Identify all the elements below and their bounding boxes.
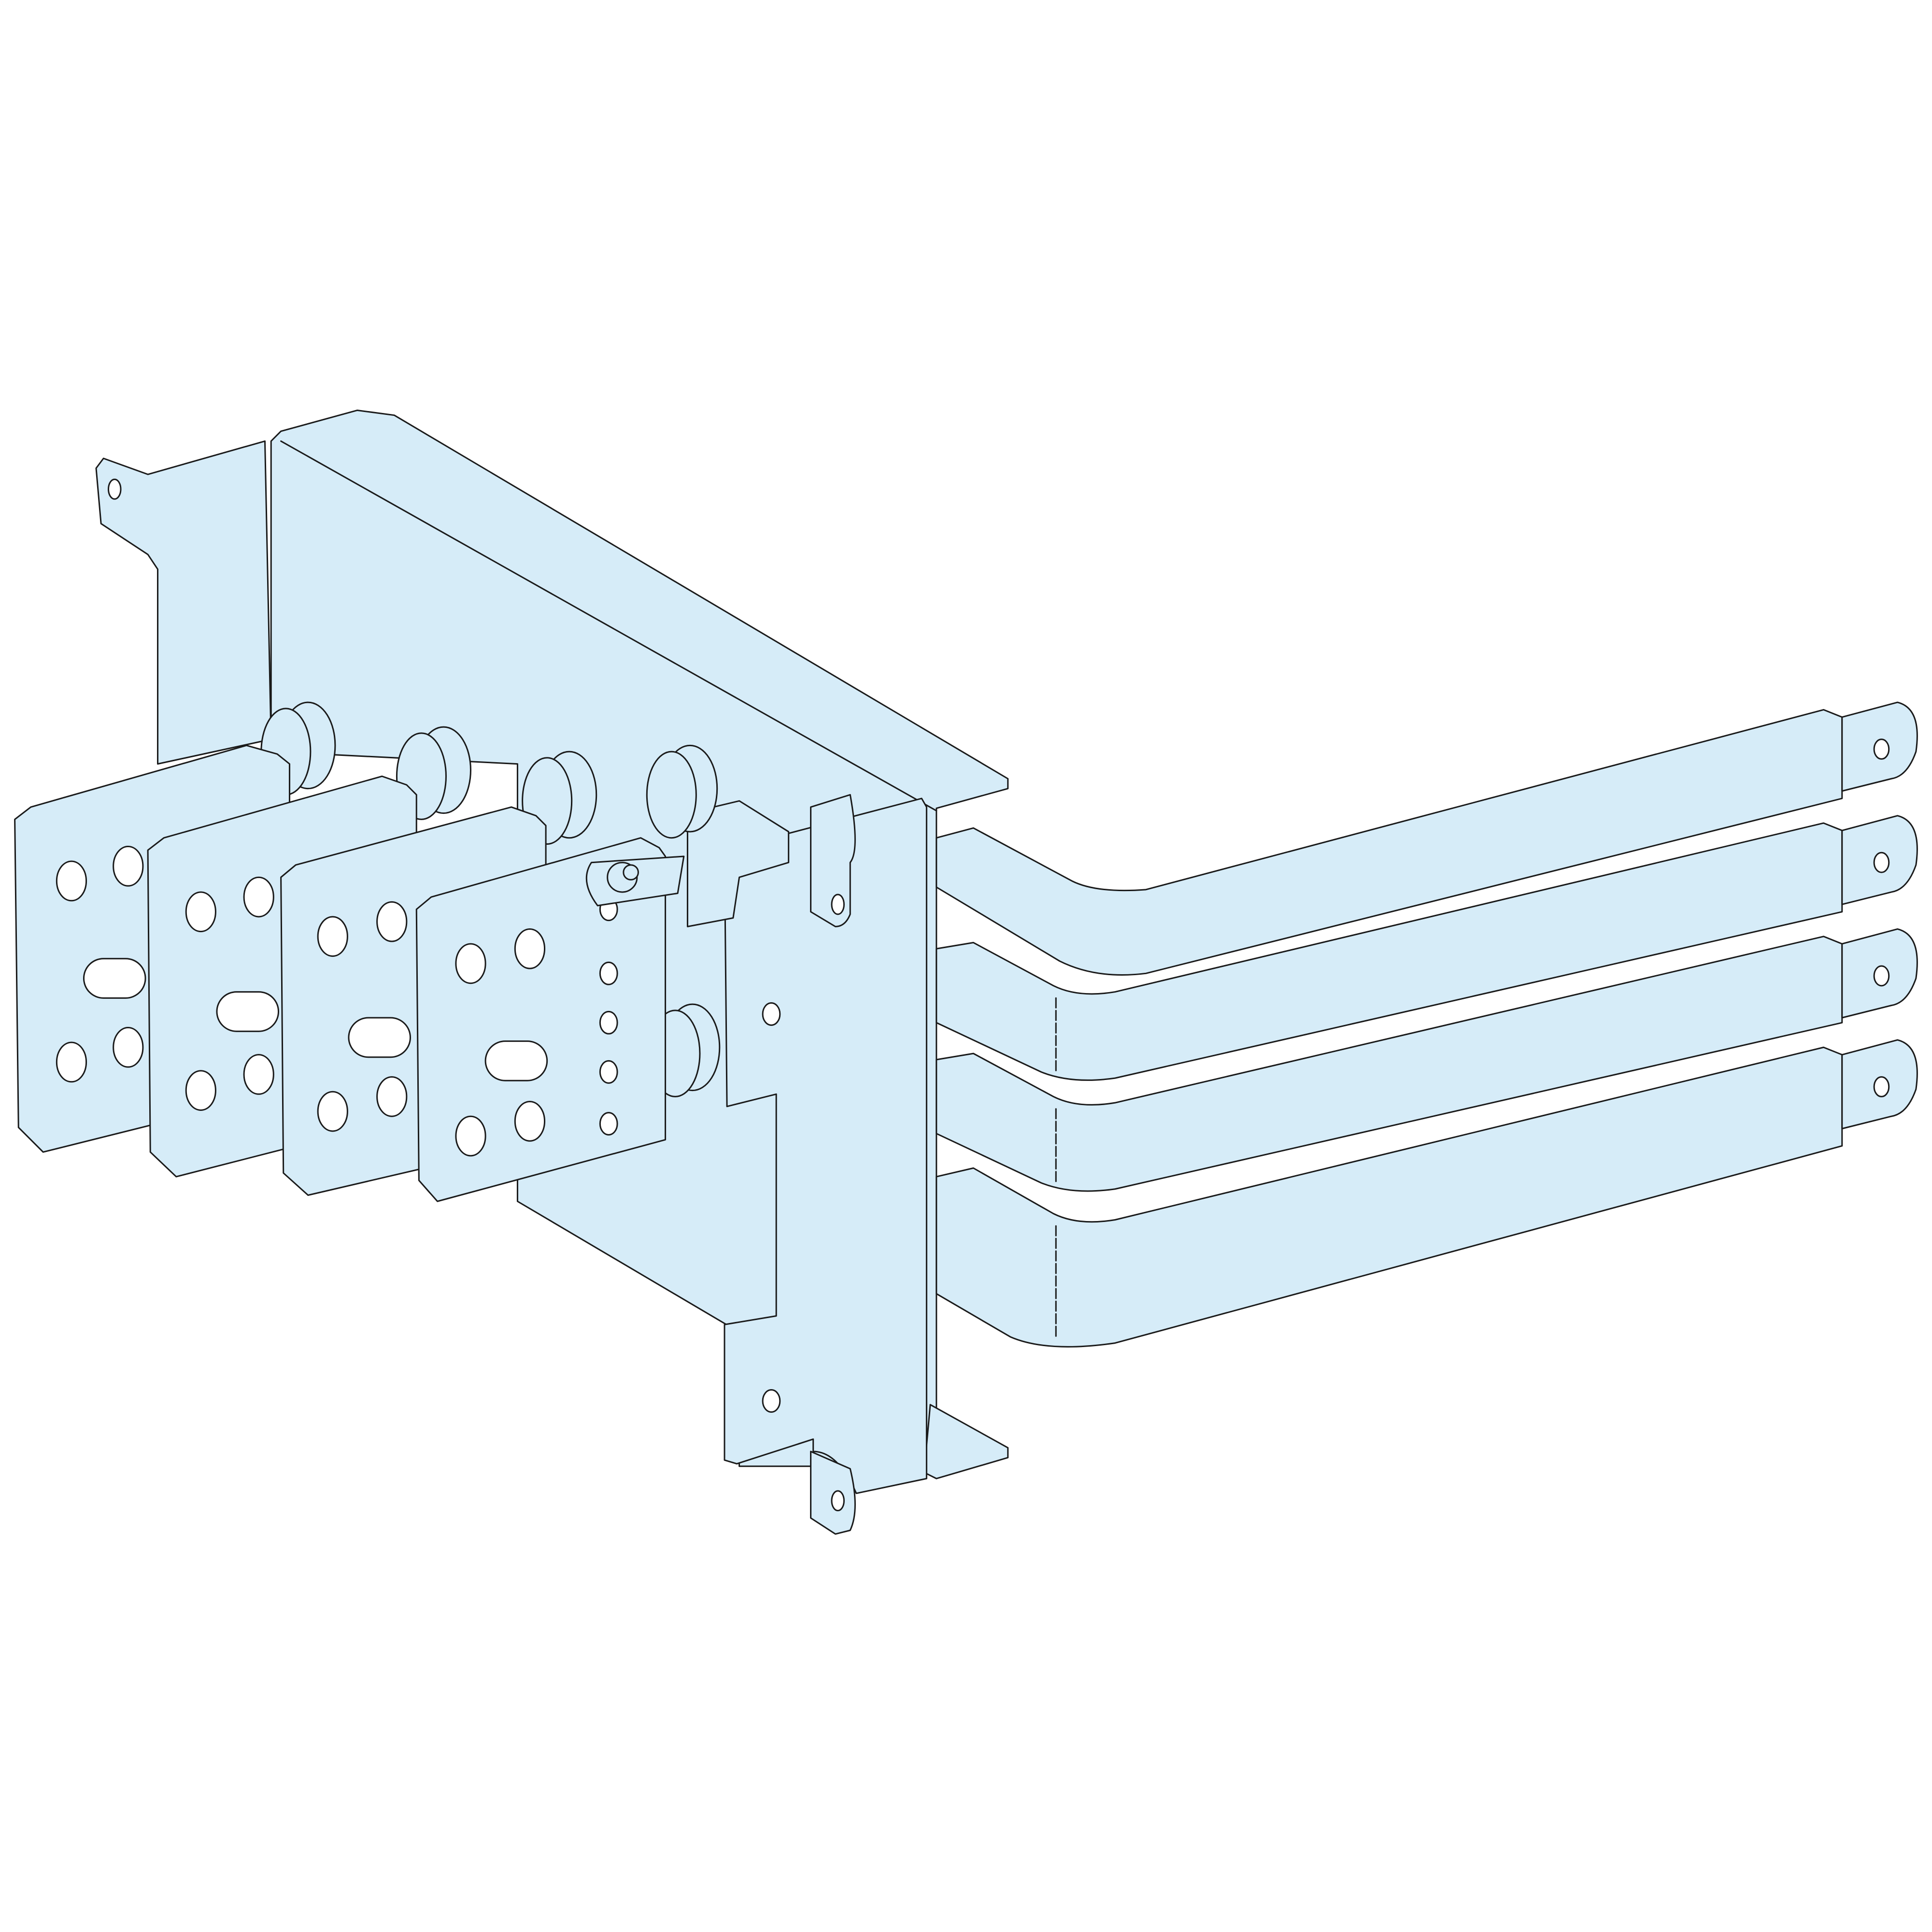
- bar-hole: [1874, 1077, 1889, 1097]
- insulator: [647, 752, 696, 838]
- bar-hole: [1874, 966, 1889, 986]
- bracket-top-tab: [811, 795, 855, 926]
- mounting-hole: [763, 1390, 780, 1412]
- busbar-group: [937, 702, 1918, 1347]
- mounting-hole: [108, 479, 121, 499]
- left-mounting-flange: [96, 441, 271, 764]
- clamp-block: [687, 801, 788, 926]
- front-bracket: [724, 798, 926, 1493]
- back-plate-edge: [281, 441, 937, 810]
- bolt-head: [624, 865, 639, 880]
- bar-hole: [1874, 852, 1889, 872]
- bracket-bottom-tab: [811, 1451, 855, 1534]
- mounting-hole: [832, 895, 844, 914]
- busbar: [937, 1047, 1842, 1347]
- bottom-flange: [924, 1405, 1008, 1478]
- mounting-hole: [763, 1003, 780, 1025]
- mounting-hole: [832, 1491, 844, 1511]
- bar-hole: [1874, 739, 1889, 759]
